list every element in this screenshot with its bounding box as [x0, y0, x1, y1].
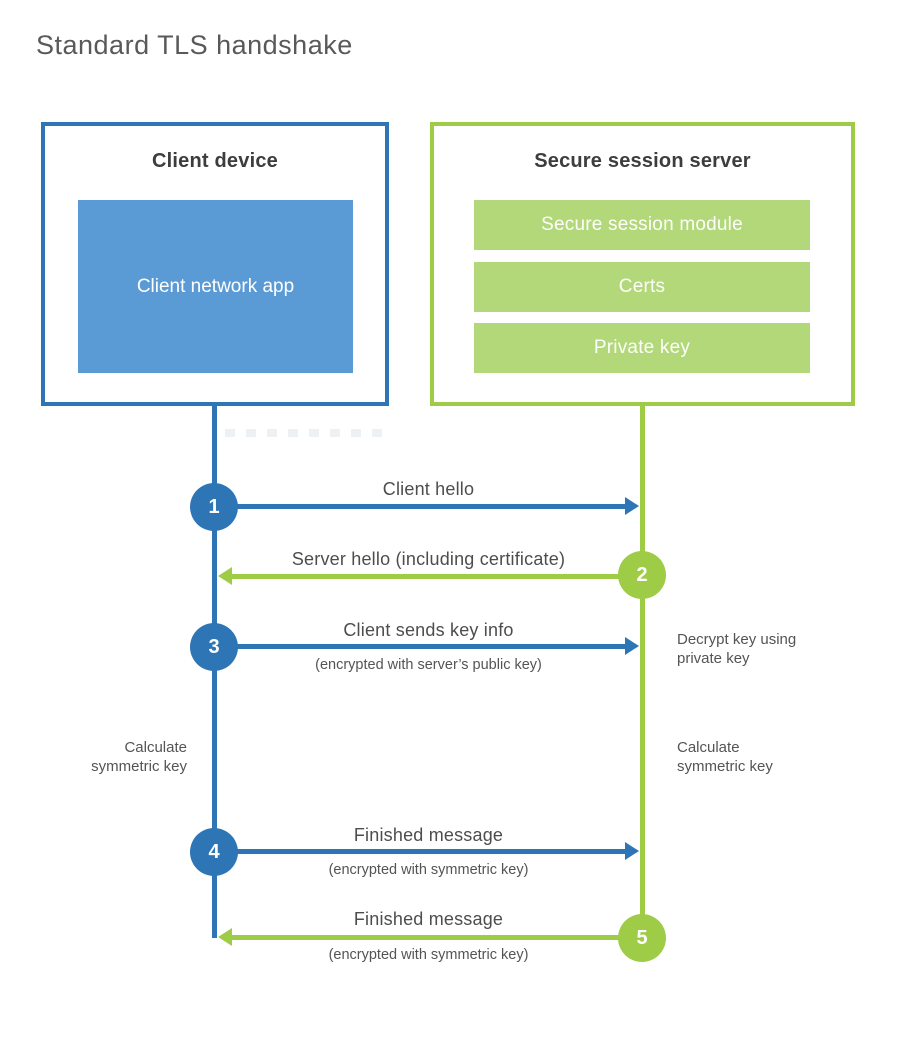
client-lifeline: [212, 405, 217, 938]
step-4-badge: 4: [190, 828, 238, 876]
step-1-label: Client hello: [382, 479, 475, 499]
server-module-bar-private-key: Private key: [474, 323, 810, 373]
step-4-label: Finished message: [353, 825, 504, 845]
decrypt-key-note: Decrypt key using private key: [677, 631, 797, 667]
step-4-arrow-right-icon: [228, 842, 639, 860]
client-device-title: Client device: [152, 150, 278, 172]
client-network-app-label: Client network app: [136, 275, 295, 297]
step-2-arrow-left-icon: [218, 567, 626, 585]
step-5-label: Finished message: [353, 909, 504, 929]
calculate-symmetric-key-note-server: Calculate symmetric key: [677, 739, 773, 775]
page-title: Standard TLS handshake: [36, 30, 353, 60]
server-module-bar-secure-session-module: Secure session module: [474, 200, 810, 250]
client-network-app-box: Client network app: [78, 200, 353, 373]
step-5-badge: 5: [618, 914, 666, 962]
server-module-bar-certs: Certs: [474, 262, 810, 312]
step-1-badge: 1: [190, 483, 238, 531]
secure-session-server-title: Secure session server: [534, 150, 751, 172]
step-5-arrow-left-icon: [218, 928, 626, 946]
step-2-badge: 2: [618, 551, 666, 599]
step-3-label: Client sends key info: [343, 620, 514, 640]
step-4-sublabel: (encrypted with symmetric key): [328, 862, 529, 878]
server-lifeline: [640, 405, 645, 938]
step-3-arrow-right-icon: [228, 637, 639, 655]
step-3-badge: 3: [190, 623, 238, 671]
step-3-sublabel: (encrypted with server’s public key): [315, 657, 542, 673]
calculate-symmetric-key-note-client: Calculate symmetric key: [91, 739, 187, 775]
step-2-label: Server hello (including certificate): [291, 549, 566, 569]
faint-dashed-artifact: [225, 429, 387, 437]
step-1-arrow-right-icon: [228, 497, 639, 515]
step-5-sublabel: (encrypted with symmetric key): [328, 947, 529, 963]
